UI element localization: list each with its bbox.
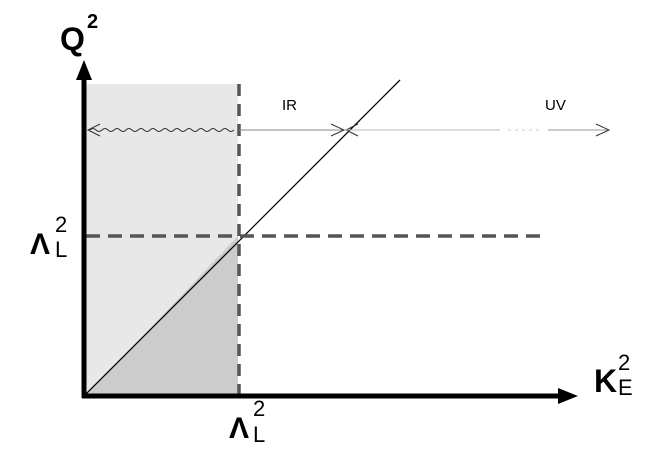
shaded-region-upper [86,84,238,236]
lambda-x-label-sub: L [253,422,265,447]
x-axis-label: K [594,363,617,399]
x-axis-label-sub: E [618,375,633,400]
lambda-x-label: Λ [229,412,249,445]
uv-label: UV [545,97,566,114]
left-arrowhead [86,123,101,137]
uv-arrowhead-right [595,123,611,137]
ir-label: IR [282,97,297,114]
x-axis-arrowhead [558,388,578,404]
y-axis-label-sup: 2 [87,11,98,33]
lambda-y-label: Λ [30,228,50,261]
wavy-line [89,128,235,132]
ir-arrowhead [330,123,346,137]
lambda-y-label-sub: L [55,237,67,262]
y-axis-label: Q [60,21,85,57]
x-axis-label-sup: 2 [618,350,630,375]
lambda-y-label-sup: 2 [55,212,67,237]
y-axis-arrowhead [76,60,92,80]
lambda-x-label-sup: 2 [253,396,265,421]
